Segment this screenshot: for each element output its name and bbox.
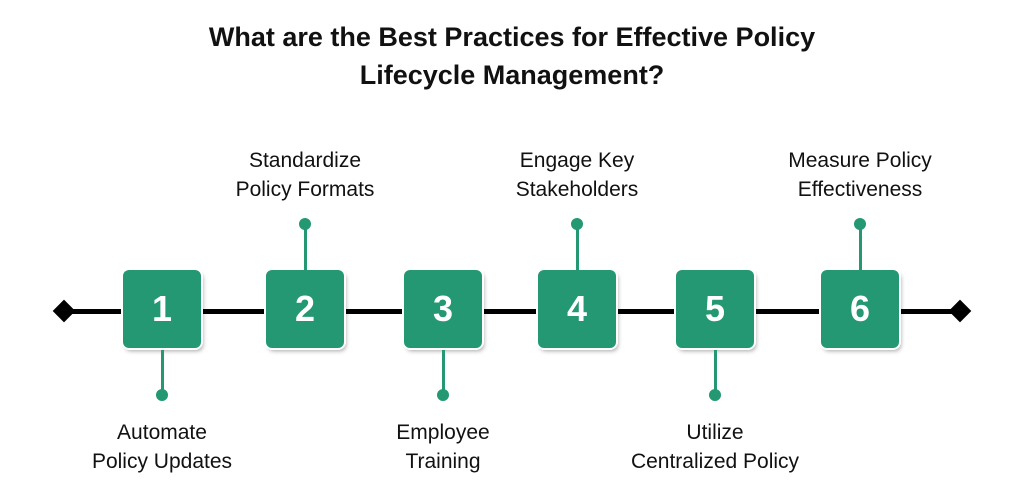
step-3-box: 3 [404, 270, 482, 348]
step-3-label: Employee Training [396, 421, 490, 473]
left-diamond-icon [52, 299, 76, 323]
step-2-label: Standardize Policy Formats [235, 149, 375, 201]
step-6-connector [859, 226, 862, 270]
step-3-dot-icon [437, 389, 449, 401]
step-6-number: 6 [849, 288, 871, 329]
step-4-connector [576, 226, 579, 270]
step-2-number: 2 [294, 288, 316, 329]
title-line-1: What are the Best Practices for Effectiv… [208, 22, 816, 52]
diagram-title: What are the Best Practices for Effectiv… [0, 18, 1024, 94]
step-1-number: 1 [151, 288, 173, 329]
step-6-label: Measure Policy Effectiveness [788, 149, 932, 201]
step-5-label: Utilize Centralized Policy [630, 421, 800, 473]
step-1-box: 1 [123, 270, 201, 348]
step-2-dot-icon [299, 218, 311, 230]
step-3-connector [442, 350, 445, 392]
right-diamond-icon [948, 299, 972, 323]
step-1-dot-icon [156, 389, 168, 401]
step-4-dot-icon [571, 218, 583, 230]
step-3-number: 3 [432, 288, 454, 329]
step-2-connector [304, 226, 307, 270]
step-4-box: 4 [538, 270, 616, 348]
step-5-dot-icon [709, 389, 721, 401]
title-line-2: Lifecycle Management? [359, 60, 665, 90]
step-1-label: Automate Policy Updates [91, 421, 233, 473]
step-1-connector [161, 350, 164, 392]
step-4-number: 4 [566, 288, 588, 329]
step-6-box: 6 [821, 270, 899, 348]
timeline-axis [64, 309, 960, 314]
step-6-dot-icon [854, 218, 866, 230]
step-5-box: 5 [676, 270, 754, 348]
step-2-box: 2 [266, 270, 344, 348]
step-5-number: 5 [704, 288, 726, 329]
step-4-label: Engage Key Stakeholders [515, 149, 639, 201]
step-5-connector [714, 350, 717, 392]
